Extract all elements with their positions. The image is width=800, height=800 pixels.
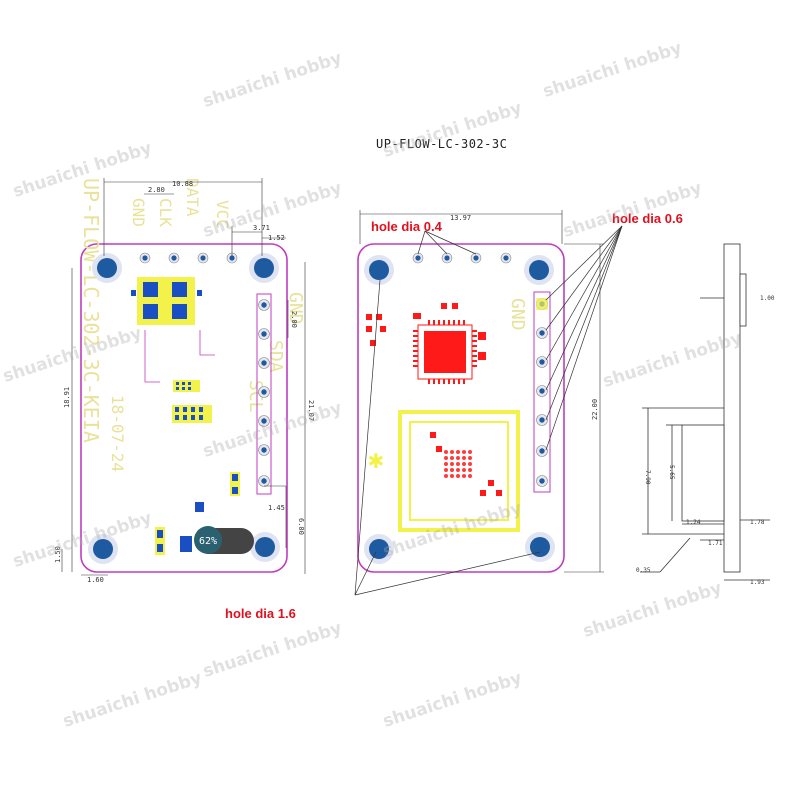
right-board-outline xyxy=(357,243,565,573)
right-top-pins xyxy=(412,252,512,264)
side-dim-w4: 1.93 xyxy=(750,579,765,586)
side-dim-w2: 1.78 xyxy=(750,519,765,526)
left-hole-bl xyxy=(93,539,113,559)
dim-left-pin-pitch: 2.00 xyxy=(290,311,298,328)
left-dimensions xyxy=(61,178,306,576)
dim-left-corner: 6.00 xyxy=(297,518,305,535)
dim-left-pin-span: 21.07 xyxy=(307,400,315,421)
side-dim-top: 1.00 xyxy=(760,295,775,302)
right-mount-holes xyxy=(364,255,555,564)
left-hole-tl xyxy=(97,258,117,278)
left-mount-holes xyxy=(88,253,280,564)
side-dim-h1: 7.90 xyxy=(644,470,651,485)
left-hole-br xyxy=(255,537,275,557)
dim-left-bottom-v: 1.50 xyxy=(54,546,62,563)
left-board: UP-FLOW-LC-302-3C-KEIA 18-07-24 GND CLK … xyxy=(54,178,315,584)
dim-left-right-offset: 1.52 xyxy=(268,234,285,242)
hole-0-6-label: hole dia 0.6 xyxy=(612,211,683,226)
dim-left-width: 10.88 xyxy=(172,180,193,188)
left-small-parts xyxy=(155,472,240,555)
left-top-pins xyxy=(139,252,238,264)
right-sensor-footprint xyxy=(398,410,520,532)
right-main-ic xyxy=(413,320,477,384)
side-dim-base: 0.35 xyxy=(636,567,651,574)
right-small-parts xyxy=(366,303,502,496)
dim-left-bottom-h: 1.60 xyxy=(87,576,104,584)
svg-text:✱: ✱ xyxy=(368,445,384,475)
hole-0-4-label: hole dia 0.4 xyxy=(371,219,442,234)
right-board: GND xyxy=(354,210,623,596)
left-silk-top-1: CLK xyxy=(156,198,175,227)
left-sensor-chip xyxy=(131,277,202,325)
dim-left-height: 18.91 xyxy=(63,387,71,408)
side-dim-w3: 1.71 xyxy=(708,540,723,547)
left-silk-vertical: UP-FLOW-LC-302-3C-KEIA xyxy=(79,178,103,443)
right-side-pins xyxy=(533,291,551,493)
left-pad-array-2 xyxy=(172,405,212,423)
left-silk-date: 18-07-24 xyxy=(108,395,127,472)
left-silk-top-2: DATA xyxy=(183,178,202,217)
left-hole-tr xyxy=(254,258,274,278)
left-humidity-sensor: 62% xyxy=(194,526,254,554)
dim-left-top-pitch: 2.80 xyxy=(148,186,165,194)
left-board-outline xyxy=(80,243,288,573)
side-dim-h2: 5.65 xyxy=(668,465,675,480)
dim-left-right-pitch: 3.71 xyxy=(253,224,270,232)
left-silk-top-3: VCC xyxy=(213,200,232,229)
dim-left-pin-end: 1.45 xyxy=(268,504,285,512)
side-view xyxy=(640,243,770,581)
hole-1-6-label: hole dia 1.6 xyxy=(225,606,296,621)
left-pad-array-1 xyxy=(173,380,200,392)
left-side-pins xyxy=(256,293,272,495)
left-silk-side-0: GND xyxy=(285,292,306,325)
part-number-title: UP-FLOW-LC-302-3C xyxy=(376,137,508,151)
dim-right-height: 22.00 xyxy=(591,399,599,420)
dim-right-width: 13.97 xyxy=(450,214,471,222)
left-silk-top-0: GND xyxy=(129,198,148,227)
side-dim-w1: 1.24 xyxy=(686,519,701,526)
leader-lines xyxy=(354,225,623,596)
left-silk-side-1: SDA xyxy=(265,340,286,373)
svg-text:GND: GND xyxy=(507,298,528,331)
sensor-label: 62% xyxy=(199,536,217,547)
